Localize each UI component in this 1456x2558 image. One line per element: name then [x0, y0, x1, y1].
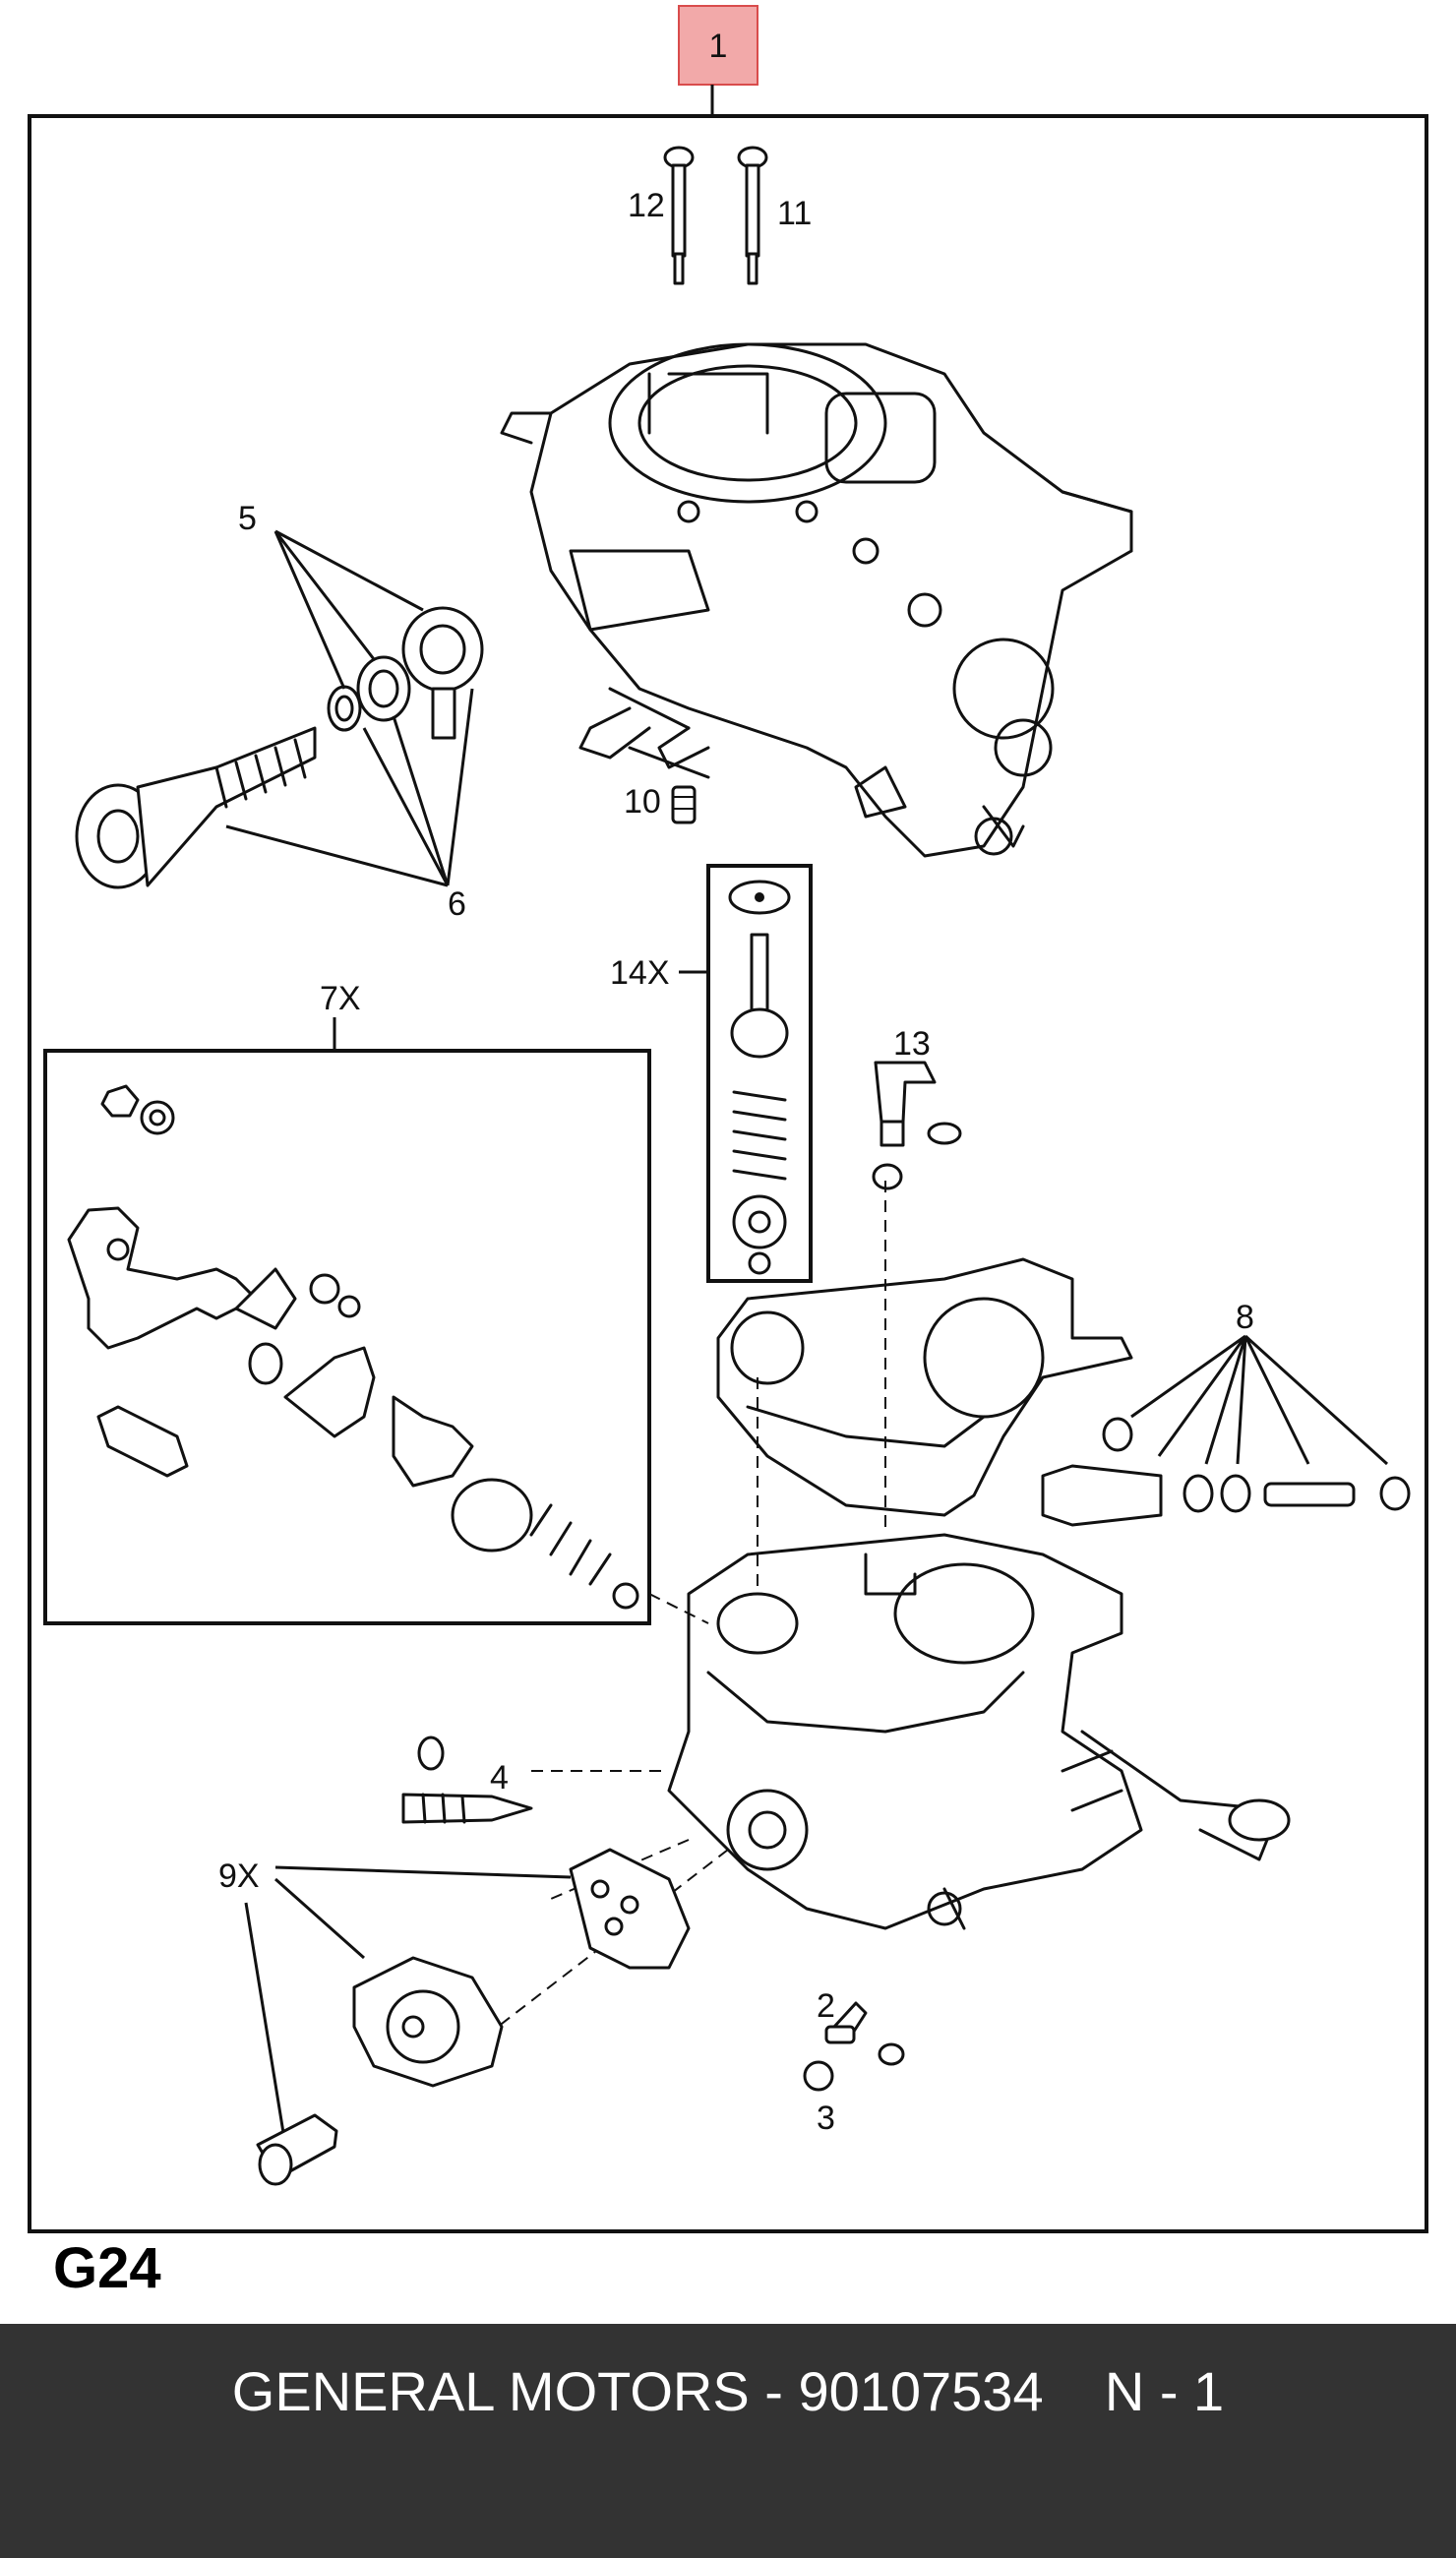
guide-lines	[471, 1181, 886, 2047]
page-code: G24	[53, 2236, 161, 2300]
jet-2[interactable]	[824, 2001, 905, 2066]
carburetor-upper-body[interactable]	[500, 342, 1133, 858]
fitting-13[interactable]	[872, 1061, 962, 1190]
label-4: 4	[490, 1759, 509, 1797]
label-11: 11	[777, 195, 812, 232]
banjo-fitting[interactable]	[401, 606, 484, 740]
label-14x: 14X	[610, 954, 670, 992]
seal-ring-small[interactable]	[327, 685, 362, 732]
callout-1-label: 1	[709, 28, 728, 65]
linkage-8[interactable]	[1041, 1417, 1411, 1527]
screw-9x[interactable]	[256, 2113, 338, 2186]
footer-bar: GENERAL MOTORS - 90107534 N - 1	[0, 2324, 1456, 2558]
leader-9x	[244, 1865, 572, 2146]
label-13: 13	[893, 1025, 931, 1063]
kit-7x-box[interactable]	[43, 1049, 651, 1625]
screw-4[interactable]	[401, 1736, 533, 1824]
label-7x: 7X	[320, 980, 361, 1017]
jet-10[interactable]	[671, 785, 697, 824]
valve-assembly-6[interactable]	[75, 726, 317, 889]
callout-1[interactable]: 1	[678, 5, 758, 116]
screw-11[interactable]	[737, 146, 768, 285]
seal-ring-large[interactable]	[356, 655, 411, 722]
label-10: 10	[624, 783, 661, 821]
kit-14x-box[interactable]	[706, 864, 813, 1283]
label-5: 5	[238, 500, 257, 537]
leader-6	[225, 688, 474, 887]
seal-3[interactable]	[803, 2060, 834, 2092]
leader-5	[273, 529, 424, 690]
gasket[interactable]	[716, 1257, 1133, 1517]
label-12: 12	[628, 187, 665, 224]
kit-7x-parts	[67, 1084, 639, 1610]
diagram-frame	[28, 114, 1428, 2233]
label-2: 2	[817, 1987, 835, 2025]
footer-part-number: GENERAL MOTORS - 90107534 N - 1	[231, 2360, 1225, 2422]
label-6: 6	[448, 885, 466, 923]
label-9x: 9X	[218, 1858, 260, 1895]
diaphragm-9x[interactable]	[569, 1848, 691, 1970]
label-3: 3	[817, 2100, 835, 2137]
exploded-parts-diagram: 1 12 11	[28, 5, 1428, 2233]
cover-9x[interactable]	[352, 1956, 504, 2088]
leader-8	[1130, 1334, 1389, 1466]
kit-14x-parts	[728, 880, 791, 1275]
carburetor-lower-body[interactable]	[667, 1533, 1291, 1930]
screw-12[interactable]	[663, 146, 695, 285]
label-8: 8	[1236, 1299, 1254, 1336]
